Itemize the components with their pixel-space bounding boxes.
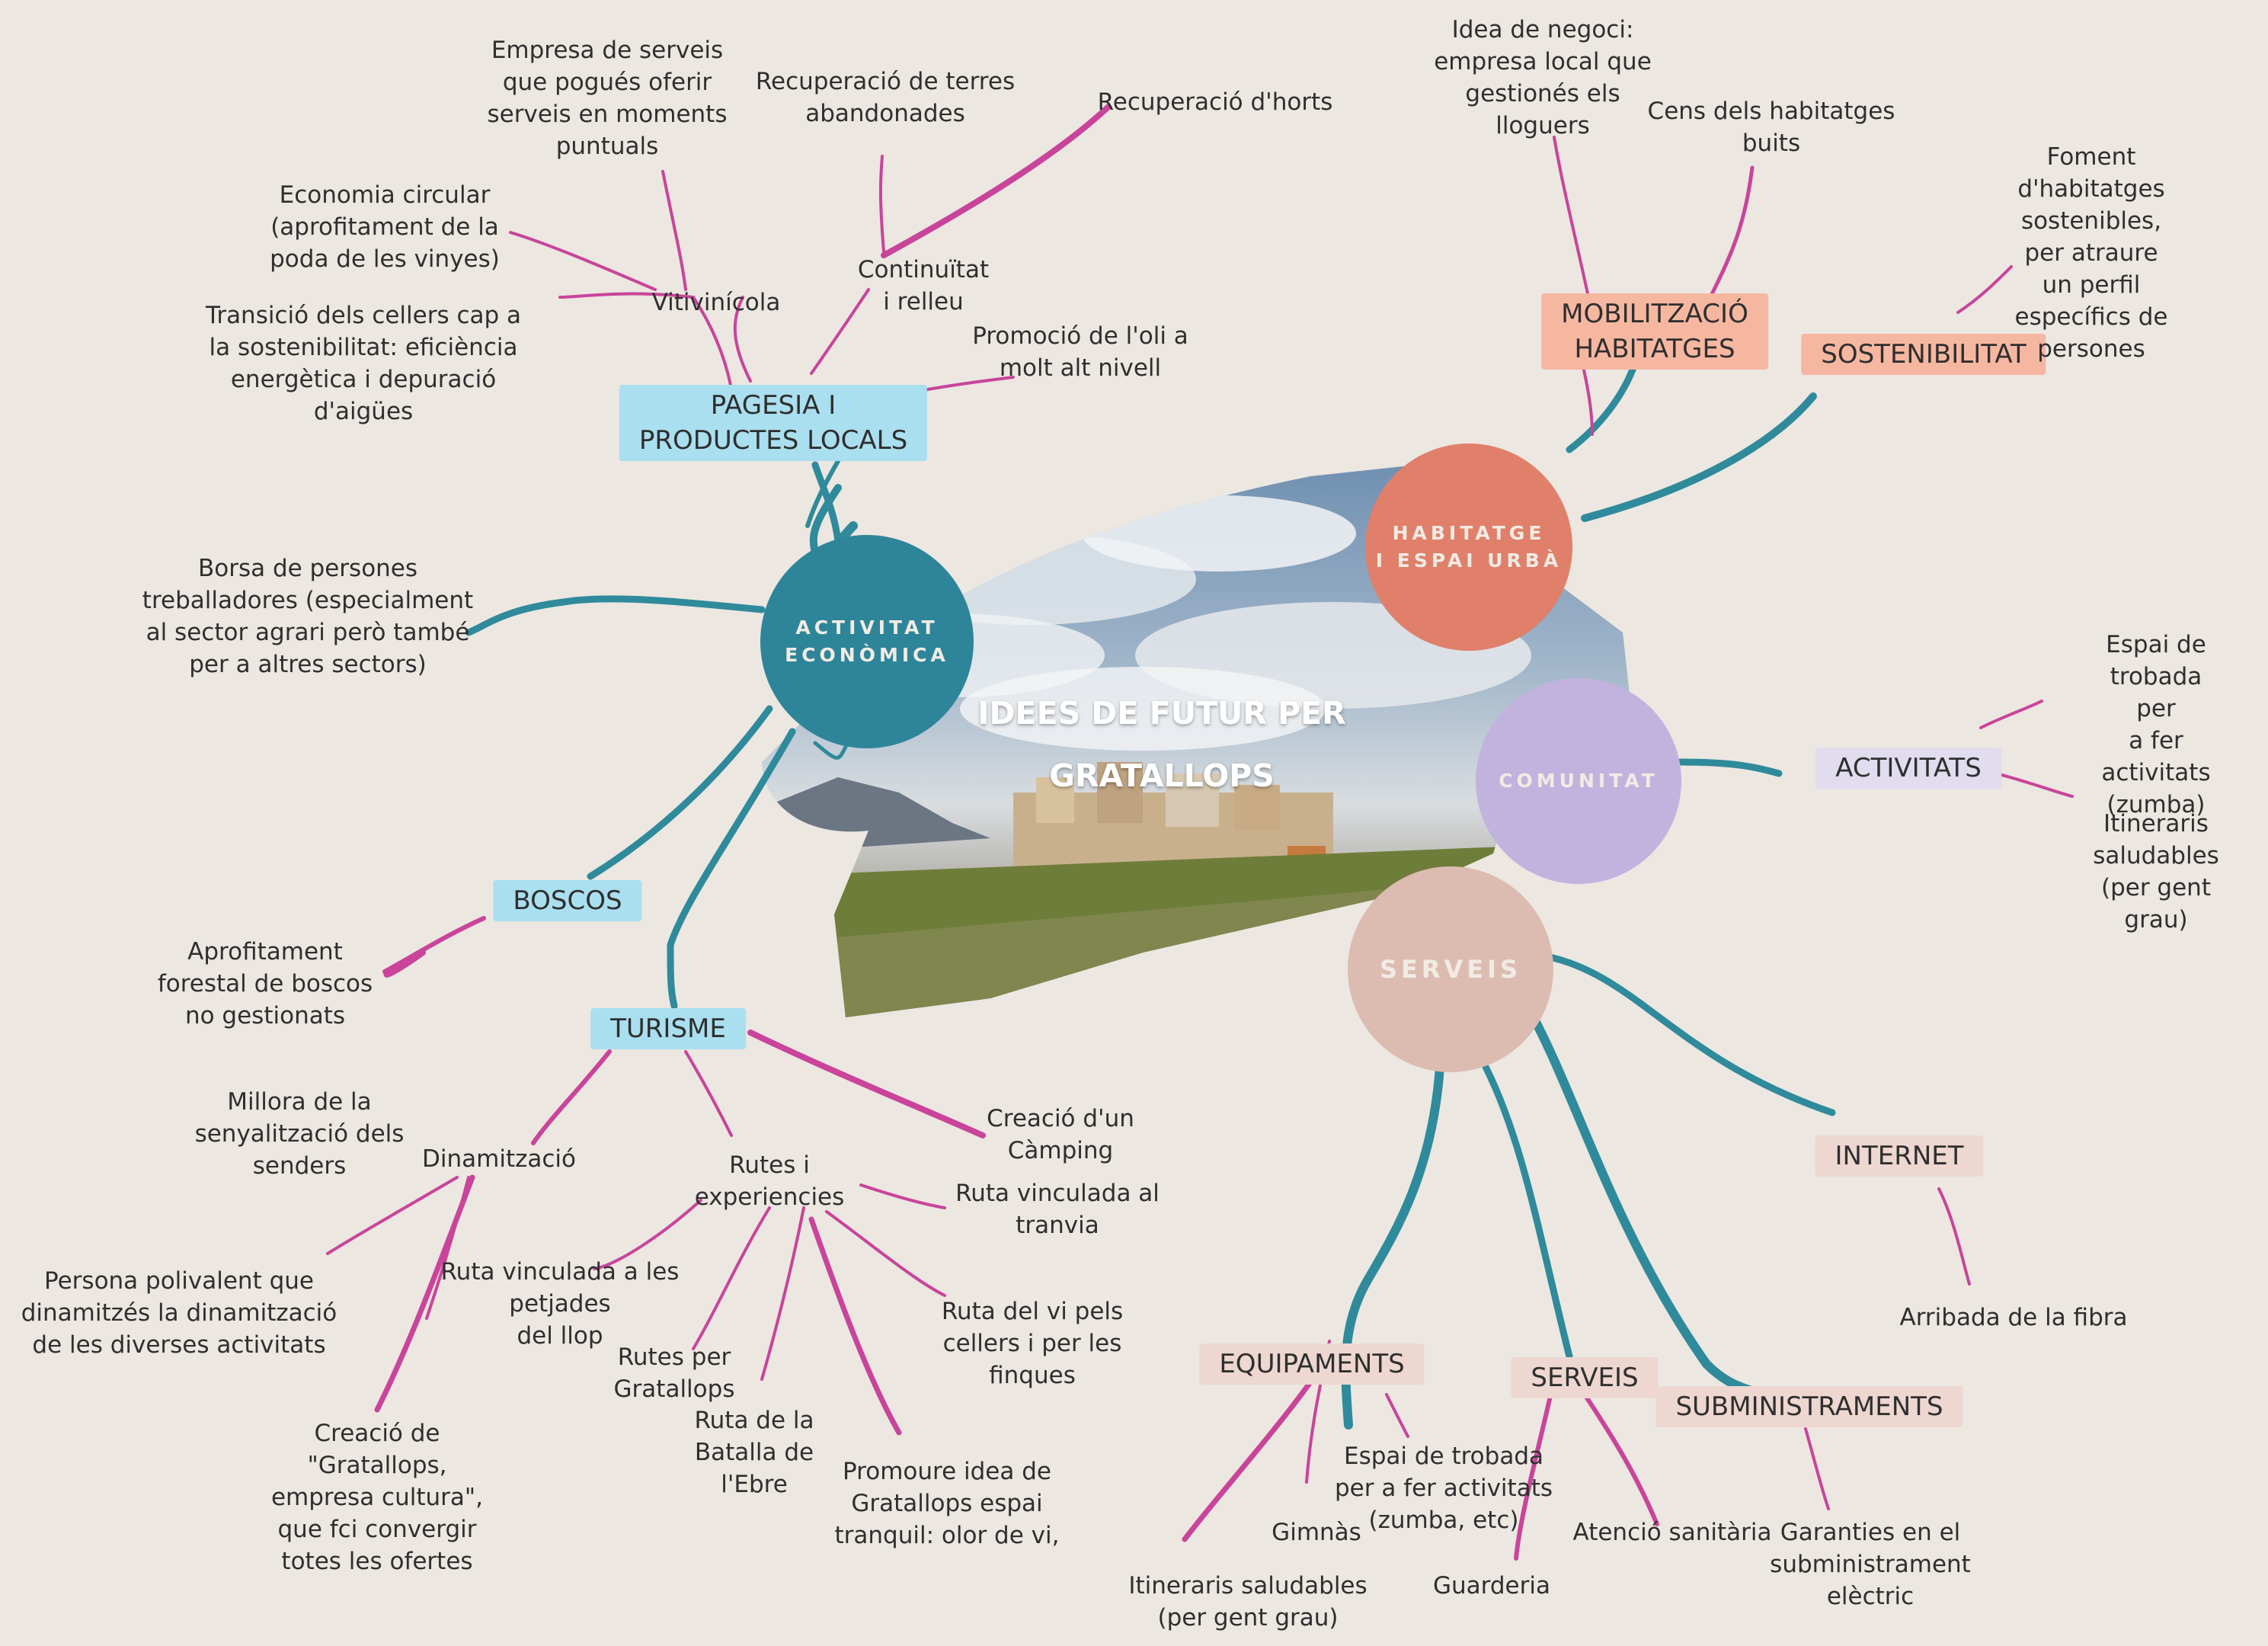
hub-serveis-label: SERVEIS	[1379, 955, 1522, 984]
category-boscos: BOSCOS	[493, 876, 642, 926]
label-ruta-batalla: Ruta de la Batalla de l'Ebre	[694, 1407, 814, 1498]
category-turisme-label: TURISME	[610, 1014, 726, 1044]
category-subministraments: SUBMINISTRAMENTS	[1655, 1382, 1963, 1432]
label-garanties: Garanties en el subministrament elèctric	[1770, 1519, 1971, 1610]
label-borsa: Borsa de persones treballadores (especia…	[142, 555, 474, 678]
label-ruta-vi: Ruta del vi pels cellers i per les finqu…	[941, 1298, 1124, 1389]
category-serveis: SERVEIS	[1511, 1353, 1659, 1403]
label-camping: Creació d'un Càmping	[987, 1105, 1134, 1164]
label-aprofitament-forestal: Aprofitament forestal de boscos no gesti…	[157, 938, 373, 1030]
category-pagesia-label: PAGESIA I PRODUCTES LOCALS	[638, 390, 908, 456]
category-boscos-label: BOSCOS	[513, 885, 622, 916]
label-continuitat: Continuïtat i relleu	[857, 256, 990, 315]
category-internet-label: INTERNET	[1835, 1141, 1964, 1171]
label-promoure: Promoure idea de Gratallops espai tranqu…	[834, 1458, 1060, 1549]
label-espai-trobada-equipaments: Espai de trobada per a fer activitats (z…	[1334, 1443, 1553, 1534]
category-sostenibilitat-label: SOSTENIBILITAT	[1821, 339, 2026, 370]
label-espai-trobada-comunitat: Espai de trobada per a fer activitats (z…	[2101, 631, 2211, 818]
label-recuperacio-horts: Recuperació d'horts	[1097, 88, 1333, 116]
category-activitats-label: ACTIVITATS	[1835, 753, 1982, 783]
label-empresa-serveis: Empresa de serveis que pogués oferir ser…	[487, 37, 728, 160]
category-equipaments: EQUIPAMENTS	[1199, 1339, 1425, 1389]
hub-habitatge: HABITATGE I ESPAI URBÀ	[1365, 444, 1572, 651]
category-activitats: ACTIVITATS	[1815, 743, 2001, 793]
hub-comunitat-label: COMUNITAT	[1499, 770, 1659, 792]
label-itineraris-equipaments: Itineraris saludables (per gent grau)	[1128, 1572, 1368, 1632]
center-title: IDEES DE FUTUR PER GRATALLOPS	[977, 695, 1346, 794]
label-persona-polivalent: Persona polivalent que dinamitzés la din…	[21, 1267, 337, 1359]
label-atencio-sanitaria: Atenció sanitària	[1572, 1519, 1772, 1546]
category-subministraments-label: SUBMINISTRAMENTS	[1675, 1391, 1943, 1422]
category-equipaments-label: EQUIPAMENTS	[1219, 1349, 1405, 1379]
category-pagesia: PAGESIA I PRODUCTES LOCALS	[619, 380, 928, 466]
category-internet: INTERNET	[1815, 1131, 1984, 1181]
label-cens: Cens dels habitatges buits	[1647, 98, 1895, 157]
label-recuperacio-terres: Recuperació de terres abandonades	[755, 68, 1016, 127]
hub-serveis: SERVEIS	[1348, 866, 1553, 1072]
hub-comunitat: COMUNITAT	[1476, 678, 1681, 884]
hub-habitatge-label: HABITATGE I ESPAI URBÀ	[1375, 522, 1563, 572]
label-ruta-llop: Ruta vinculada a les petjades del llop	[440, 1258, 680, 1350]
label-guarderia: Guarderia	[1433, 1572, 1550, 1600]
hub-activitat-label: ACTIVITAT ECONÒMICA	[785, 616, 949, 666]
category-turisme: TURISME	[590, 1004, 746, 1054]
category-mobilitzacio: MOBILITZACIÓ HABITATGES	[1541, 289, 1768, 374]
label-empresa-cultura: Creació de "Gratallops, empresa cultura"…	[270, 1420, 484, 1575]
label-rutes: Rutes i experiencies	[694, 1151, 845, 1211]
label-rutes-gratallops: Rutes per Gratallops	[613, 1343, 735, 1403]
label-idea-negoci: Idea de negoci: empresa local que gestio…	[1434, 16, 1652, 139]
label-economia-circular: Economia circular (aprofitament de la po…	[270, 181, 500, 273]
label-oli: Promoció de l'oli a molt alt nivell	[972, 322, 1188, 382]
category-serveis-label: SERVEIS	[1531, 1363, 1639, 1393]
label-senyalitzacio: Millora de la senyalització dels senders	[194, 1088, 405, 1180]
label-itineraris-comunitat: Itineraris saludables (per gent grau)	[2093, 810, 2219, 933]
label-ruta-tranvia: Ruta vinculada al tranvia	[955, 1180, 1160, 1239]
label-gimnas: Gimnàs	[1272, 1519, 1361, 1546]
hub-activitat-economica: ACTIVITAT ECONÒMICA	[760, 535, 974, 748]
label-vitivinicola: Vitivinícola	[651, 289, 781, 316]
category-mobilitzacio-label: MOBILITZACIÓ HABITATGES	[1561, 299, 1748, 364]
label-transicio: Transició dels cellers cap a la sostenib…	[205, 302, 522, 425]
label-foment: Foment d'habitatges sostenibles, per atr…	[2014, 143, 2168, 363]
category-sostenibilitat: SOSTENIBILITAT	[1801, 329, 2046, 379]
label-dinamitzacio: Dinamització	[422, 1145, 576, 1173]
label-fibra: Arribada de la fibra	[1899, 1304, 2128, 1331]
